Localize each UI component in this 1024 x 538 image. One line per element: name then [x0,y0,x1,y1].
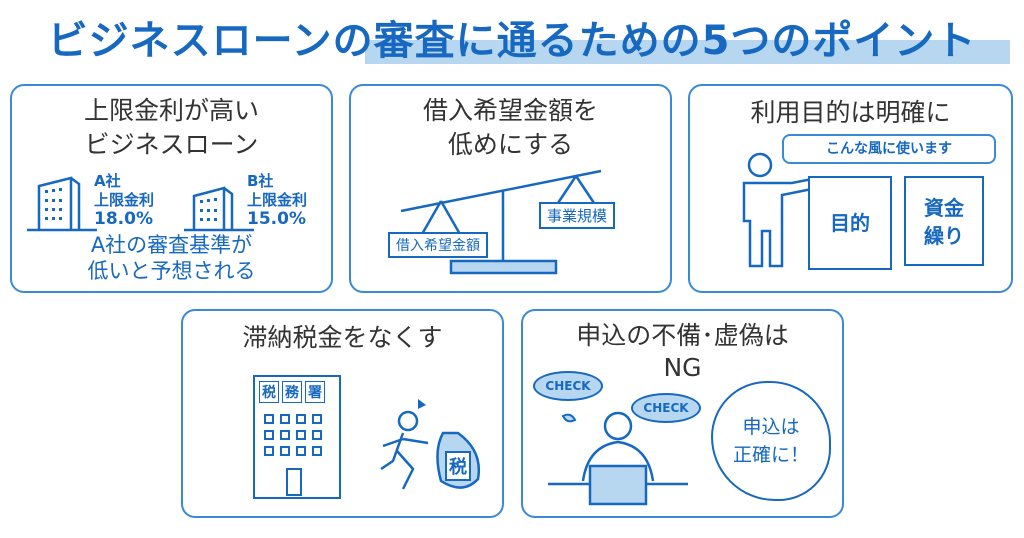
card-note: 低いと予想される [87,259,256,283]
cloud-bubble: 申込は 正確に！ [711,381,831,501]
building-a-icon [27,176,97,232]
speech-bubble: こんな風に使います [782,134,996,164]
card-title: NG [663,353,702,382]
card-high-rate-loan: 上限金利が高い ビジネスローン A社 上限金利 18.0% B社 上限金利 15… [10,84,333,293]
card-title: ビジネスローン [84,130,259,159]
page-title: ビジネスローンの審査に通るための5つのポイント [47,18,977,64]
company-a-label: 上限金利 [94,191,155,209]
sign-char: 署 [305,381,325,403]
card-title: 上限金利が高い [83,96,259,125]
card-clear-purpose: 利用目的は明確に こんな風に使います 目的 資金 繰り [688,84,1013,293]
cloud-text: 申込は [742,416,800,438]
company-a-rate: 18.0% [94,209,153,229]
funds-box: 繰り [924,224,964,248]
presenter-icon [742,152,814,268]
card-title: 借入希望金額を [422,96,598,125]
business-scale-label: 事業規模 [539,202,616,229]
tax-office-building: 税 務 署 [253,375,341,499]
card-note: A社の審査基準が [90,233,253,257]
card-no-errors: 申込の不備･虚偽は NG CHECK CHECK 申込は 正確に！ [521,309,844,518]
sign-char: 税 [259,381,279,403]
title-highlight [365,40,1010,64]
company-a-name: A社 [94,172,121,190]
worker-at-laptop-icon [548,411,688,506]
card-lower-amount: 借入希望金額を 低めにする 借入希望金額 事業規模 [349,84,672,293]
company-b-rate: 15.0% [247,209,306,229]
tax-bag-label: 税 [445,451,471,481]
funds-box: 資金 [924,196,964,220]
building-b-icon [184,186,254,232]
card-title: 申込の不備･虚偽は [576,321,789,350]
loan-amount-label: 借入希望金額 [388,232,488,258]
check-bubble: CHECK [631,393,701,423]
company-b-label: 上限金利 [247,191,308,209]
card-no-tax-arrears: 滞納税金をなくす 税 務 署 税 [181,309,504,518]
card-title: 利用目的は明確に [750,98,951,127]
card-title: 滞納税金をなくす [242,323,443,352]
balance-scale-icon [400,169,602,275]
check-bubble: CHECK [533,371,603,401]
company-b-name: B社 [247,172,274,190]
cloud-text: 正確に！ [732,444,809,466]
purpose-box: 目的 [808,176,892,270]
card-title: 低めにする [447,130,574,159]
sign-char: 務 [282,381,302,403]
windows-icon [264,414,322,496]
